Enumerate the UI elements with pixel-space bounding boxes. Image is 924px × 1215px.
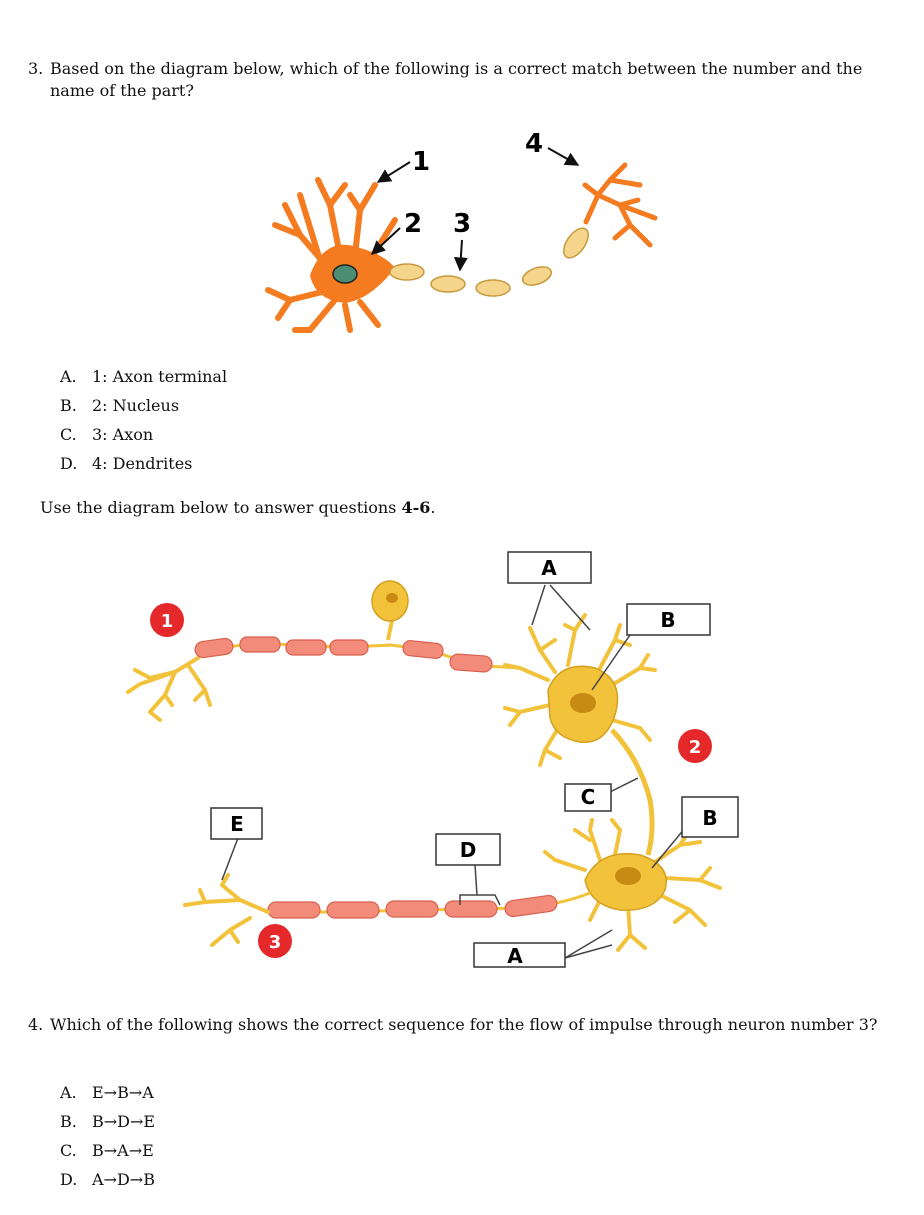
arrow-4 <box>547 147 580 166</box>
neuron-1-myelin-2 <box>194 636 493 673</box>
option-4b[interactable]: B.B→D→E <box>60 1112 156 1131</box>
neuron-1-dendrites-2 <box>126 656 212 722</box>
question-4-options: A.E→B→A B.B→D→E C.B→A→E D.A→D→B <box>60 1078 155 1194</box>
badge-neuron-1 <box>150 603 184 637</box>
badge-neuron-1-text: 1 <box>161 611 174 632</box>
neuron-1-myelin-sheath <box>389 227 589 297</box>
neuron-3-nucleus <box>615 867 641 885</box>
neuron-3-axon-terminal <box>183 873 270 947</box>
question-3-text: Based on the diagram below, which of the… <box>50 59 863 100</box>
instruction-text: Use the diagram below to answer question… <box>40 498 436 517</box>
question-3-number: 3. <box>28 59 44 78</box>
box-e <box>210 807 263 840</box>
question-4-number: 4. <box>28 1015 44 1034</box>
neuron-2-axon <box>610 728 655 856</box>
box-d <box>435 833 501 866</box>
neuron-1-nucleus-2 <box>386 593 398 603</box>
option-3c[interactable]: C.3: Axon <box>60 425 154 444</box>
neuron-2-nucleus <box>570 693 596 713</box>
option-3a[interactable]: A.1: Axon terminal <box>60 367 228 386</box>
diagram-1-label-1: 1 <box>412 147 430 177</box>
badge-neuron-3-text: 3 <box>269 932 282 953</box>
option-3d[interactable]: D.4: Dendrites <box>60 454 193 473</box>
label-d: D <box>460 838 477 862</box>
neuron-1-axon-terminal <box>582 162 658 248</box>
arrow-1 <box>376 161 411 183</box>
question-3: 3. Based on the diagram below, which of … <box>28 58 878 102</box>
box-a-top <box>507 551 592 584</box>
diagram-1-label-3: 3 <box>453 209 471 239</box>
badge-neuron-2 <box>678 729 712 763</box>
label-a-top: A <box>541 556 557 580</box>
label-b-top: B <box>660 608 675 632</box>
option-4a[interactable]: A.E→B→A <box>60 1083 154 1102</box>
diagram-1-label-4: 4 <box>525 129 543 159</box>
question-3-options: A.1: Axon terminal B.2: Nucleus C.3: Axo… <box>60 362 227 478</box>
box-b-mid <box>681 796 739 838</box>
question-4-text: Which of the following shows the correct… <box>50 1015 878 1034</box>
label-a-bottom: A <box>507 944 523 968</box>
badge-neuron-2-text: 2 <box>689 737 702 758</box>
diagram-1-label-2: 2 <box>404 209 422 239</box>
box-b-top <box>626 603 711 636</box>
arrow-3 <box>453 239 468 272</box>
box-a-bottom <box>473 942 566 968</box>
option-4c[interactable]: C.B→A→E <box>60 1141 154 1160</box>
box-c <box>564 783 612 812</box>
label-c: C <box>581 785 596 809</box>
neuron-1-nucleus <box>332 264 358 284</box>
badge-neuron-3 <box>258 924 292 958</box>
option-3b[interactable]: B.2: Nucleus <box>60 396 180 415</box>
neuron-3-myelin <box>267 894 558 919</box>
arrow-2 <box>370 227 401 255</box>
neuron-2-dendrites <box>503 613 657 767</box>
question-4: 4. Which of the following shows the corr… <box>28 1014 878 1036</box>
label-e: E <box>230 812 244 836</box>
label-b-mid: B <box>702 806 717 830</box>
option-4d[interactable]: D.A→D→B <box>60 1170 155 1189</box>
